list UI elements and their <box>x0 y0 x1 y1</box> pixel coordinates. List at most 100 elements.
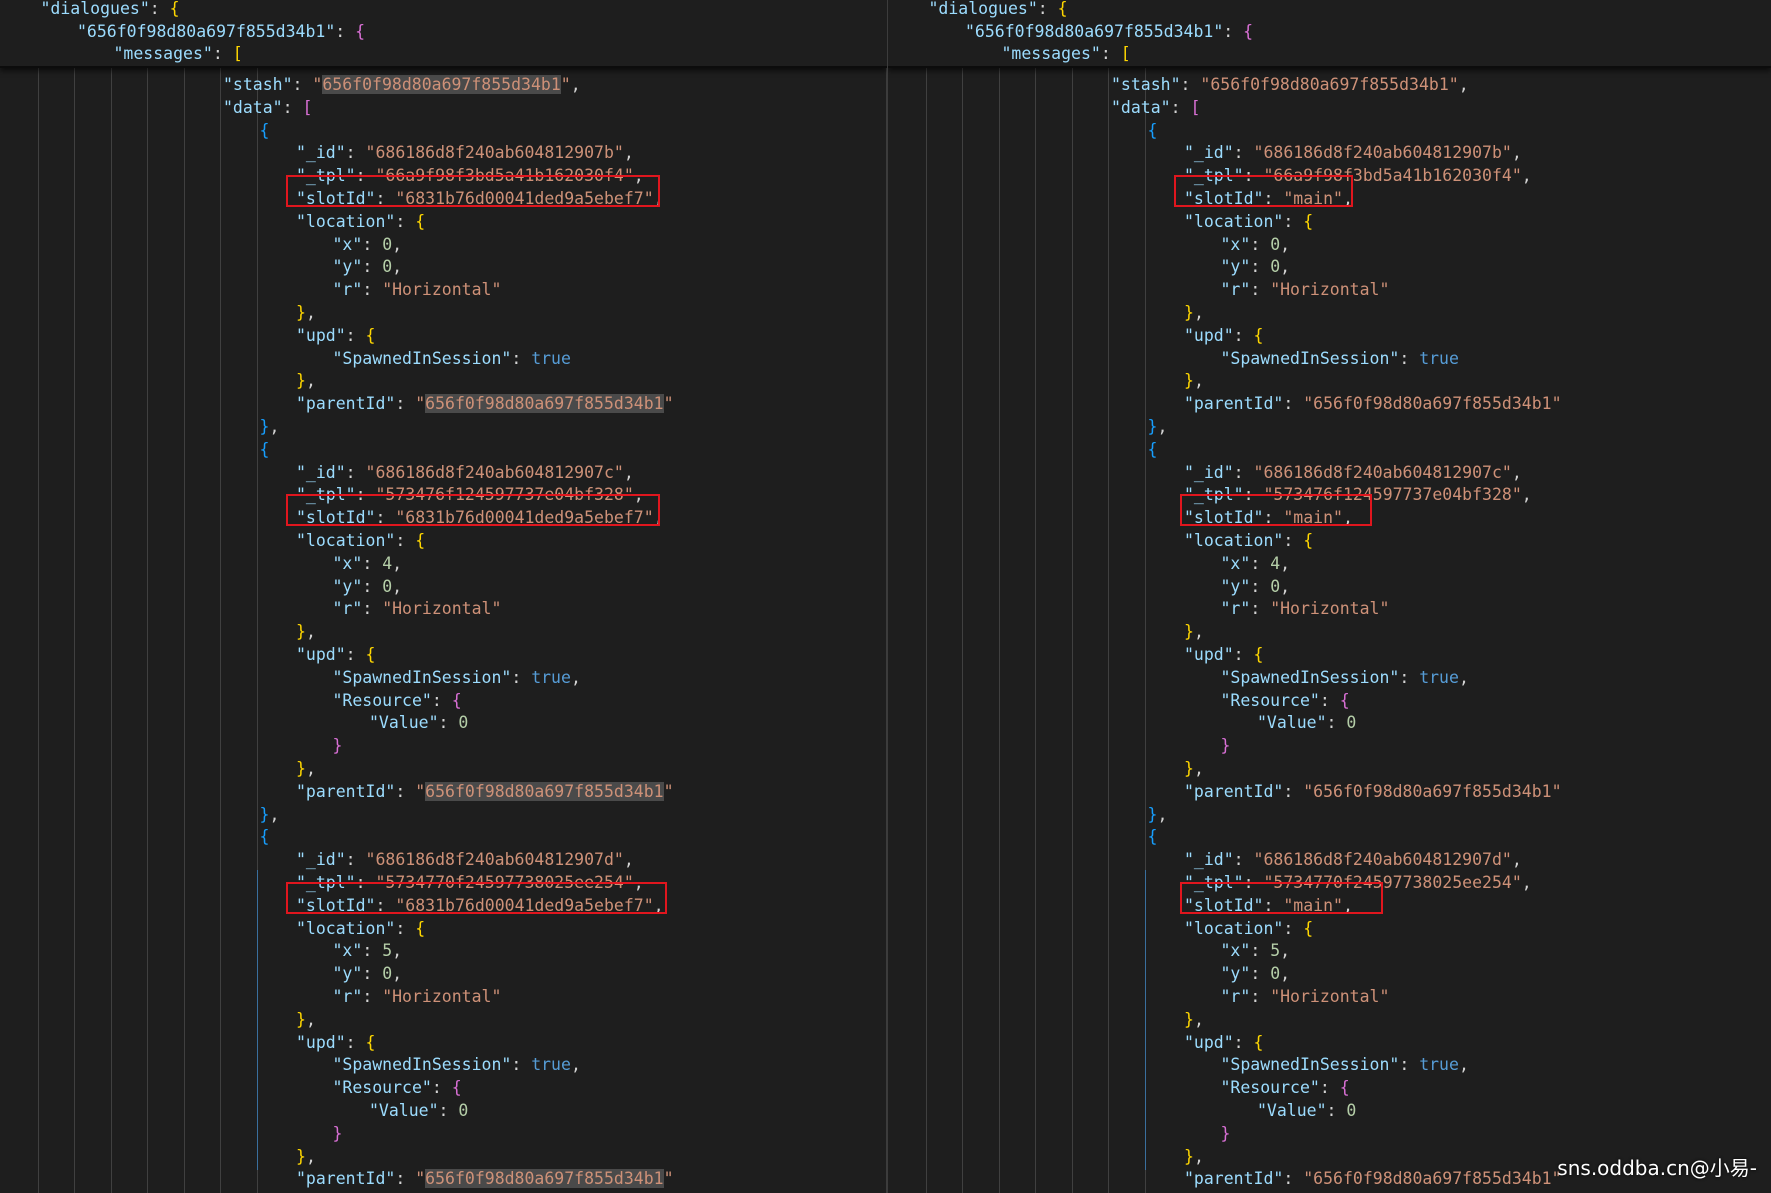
code-line[interactable]: }, <box>296 1145 316 1168</box>
code-line[interactable]: "y": 0, <box>333 575 403 598</box>
code-line[interactable]: "parentId": "656f0f98d80a697f855d34b1" <box>296 780 674 803</box>
code-line[interactable]: "x": 0, <box>1221 233 1291 256</box>
code-line[interactable]: "location": { <box>1184 210 1313 233</box>
code-line[interactable]: }, <box>260 803 280 826</box>
code-line[interactable]: "_tpl": "573476f124597737e04bf328", <box>1184 483 1532 506</box>
code-line[interactable]: { <box>260 119 270 142</box>
code-line[interactable]: "data": [ <box>223 96 312 119</box>
code-line[interactable]: "location": { <box>1184 917 1313 940</box>
code-line[interactable]: "SpawnedInSession": true, <box>1221 1053 1469 1076</box>
code-line[interactable]: "dialogues": { <box>929 0 1068 20</box>
code-line[interactable]: "parentId": "656f0f98d80a697f855d34b1" <box>1184 1167 1562 1190</box>
code-line[interactable]: "upd": { <box>296 324 375 347</box>
code-line[interactable]: "_id": "686186d8f240ab604812907c", <box>1184 461 1522 484</box>
code-line[interactable]: "SpawnedInSession": true <box>1221 347 1459 370</box>
code-line[interactable]: }, <box>296 369 316 392</box>
code-area[interactable]: "stash": "656f0f98d80a697f855d34b1","dat… <box>0 0 887 1193</box>
code-line[interactable]: }, <box>296 1008 316 1031</box>
code-line[interactable]: "SpawnedInSession": true, <box>333 666 581 689</box>
code-line[interactable]: "dialogues": { <box>41 0 180 20</box>
code-line[interactable]: "r": "Horizontal" <box>333 278 502 301</box>
code-line[interactable]: "location": { <box>296 917 425 940</box>
code-line[interactable]: }, <box>1184 1008 1204 1031</box>
code-line[interactable]: }, <box>1148 415 1168 438</box>
code-line[interactable]: "SpawnedInSession": true <box>333 347 571 370</box>
code-line[interactable]: } <box>1221 734 1231 757</box>
code-line[interactable]: { <box>260 825 270 848</box>
code-line[interactable]: "upd": { <box>296 643 375 666</box>
code-line[interactable]: "_tpl": "5734770f24597738025ee254", <box>1184 871 1532 894</box>
code-line[interactable]: }, <box>1148 803 1168 826</box>
code-line[interactable]: }, <box>1184 1145 1204 1168</box>
code-line[interactable]: "messages": [ <box>1002 42 1131 65</box>
code-line[interactable]: "y": 0, <box>1221 255 1291 278</box>
code-line[interactable]: "Resource": { <box>1221 1076 1350 1099</box>
code-line[interactable]: }, <box>296 620 316 643</box>
code-line[interactable]: "_id": "686186d8f240ab604812907c", <box>296 461 634 484</box>
code-line[interactable]: "slotId": "6831b76d00041ded9a5ebef7", <box>296 506 664 529</box>
code-line[interactable]: "_id": "686186d8f240ab604812907d", <box>296 848 634 871</box>
code-line[interactable]: "upd": { <box>1184 643 1263 666</box>
code-line[interactable]: "SpawnedInSession": true, <box>1221 666 1469 689</box>
code-line[interactable]: "x": 4, <box>333 552 403 575</box>
code-line[interactable]: "upd": { <box>296 1031 375 1054</box>
code-line[interactable]: } <box>333 734 343 757</box>
code-line[interactable]: "upd": { <box>1184 324 1263 347</box>
code-line[interactable]: "parentId": "656f0f98d80a697f855d34b1" <box>1184 392 1562 415</box>
code-line[interactable]: "slotId": "main", <box>1184 187 1353 210</box>
code-line[interactable]: "Resource": { <box>333 689 462 712</box>
code-area[interactable]: "stash": "656f0f98d80a697f855d34b1","dat… <box>888 0 1771 1193</box>
code-line[interactable]: "_tpl": "66a9f98f3bd5a41b162030f4", <box>1184 164 1532 187</box>
code-line[interactable]: "x": 0, <box>333 233 403 256</box>
code-line[interactable]: { <box>1148 438 1158 461</box>
code-line[interactable]: "r": "Horizontal" <box>1221 985 1390 1008</box>
code-line[interactable]: "x": 5, <box>1221 939 1291 962</box>
code-line[interactable]: { <box>260 438 270 461</box>
code-line[interactable]: "location": { <box>296 529 425 552</box>
code-line[interactable]: "location": { <box>1184 529 1313 552</box>
code-line[interactable]: "slotId": "6831b76d00041ded9a5ebef7", <box>296 187 664 210</box>
code-line[interactable]: "y": 0, <box>333 255 403 278</box>
code-line[interactable]: "y": 0, <box>1221 962 1291 985</box>
code-line[interactable]: }, <box>260 415 280 438</box>
code-line[interactable]: "y": 0, <box>1221 575 1291 598</box>
code-line[interactable]: "slotId": "main", <box>1184 506 1353 529</box>
code-line[interactable]: }, <box>296 301 316 324</box>
code-line[interactable]: "parentId": "656f0f98d80a697f855d34b1" <box>296 392 674 415</box>
code-line[interactable]: "y": 0, <box>333 962 403 985</box>
code-line[interactable]: "Resource": { <box>333 1076 462 1099</box>
code-line[interactable]: "slotId": "main", <box>1184 894 1353 917</box>
code-line[interactable]: }, <box>1184 620 1204 643</box>
code-line[interactable]: "r": "Horizontal" <box>333 985 502 1008</box>
code-line[interactable]: "location": { <box>296 210 425 233</box>
code-line[interactable]: "stash": "656f0f98d80a697f855d34b1", <box>223 73 581 96</box>
code-line[interactable]: "parentId": "656f0f98d80a697f855d34b1" <box>1184 780 1562 803</box>
code-line[interactable]: "r": "Horizontal" <box>1221 597 1390 620</box>
code-line[interactable]: "Value": 0 <box>369 1099 468 1122</box>
code-line[interactable]: "_tpl": "66a9f98f3bd5a41b162030f4", <box>296 164 644 187</box>
code-line[interactable]: } <box>333 1122 343 1145</box>
code-line[interactable]: "upd": { <box>1184 1031 1263 1054</box>
code-line[interactable]: "r": "Horizontal" <box>1221 278 1390 301</box>
left-editor-pane[interactable]: "stash": "656f0f98d80a697f855d34b1","dat… <box>0 0 887 1193</box>
code-line[interactable]: "x": 4, <box>1221 552 1291 575</box>
code-line[interactable]: "Value": 0 <box>369 711 468 734</box>
code-line[interactable]: "_tpl": "5734770f24597738025ee254", <box>296 871 644 894</box>
pane-divider[interactable] <box>886 0 888 1193</box>
code-line[interactable]: "data": [ <box>1111 96 1200 119</box>
code-line[interactable]: "messages": [ <box>114 42 243 65</box>
code-line[interactable]: "stash": "656f0f98d80a697f855d34b1", <box>1111 73 1469 96</box>
code-line[interactable]: "Value": 0 <box>1257 711 1356 734</box>
code-line[interactable]: "SpawnedInSession": true, <box>333 1053 581 1076</box>
code-line[interactable]: "656f0f98d80a697f855d34b1": { <box>77 20 365 43</box>
code-line[interactable]: "_id": "686186d8f240ab604812907b", <box>296 141 634 164</box>
code-line[interactable]: "_id": "686186d8f240ab604812907b", <box>1184 141 1522 164</box>
code-line[interactable]: { <box>1148 825 1158 848</box>
code-line[interactable]: "Value": 0 <box>1257 1099 1356 1122</box>
code-line[interactable]: "_tpl": "573476f124597737e04bf328", <box>296 483 644 506</box>
code-line[interactable]: }, <box>1184 757 1204 780</box>
code-line[interactable]: "parentId": "656f0f98d80a697f855d34b1" <box>296 1167 674 1190</box>
code-line[interactable]: "656f0f98d80a697f855d34b1": { <box>965 20 1253 43</box>
code-line[interactable]: "r": "Horizontal" <box>333 597 502 620</box>
code-line[interactable]: { <box>1148 119 1158 142</box>
